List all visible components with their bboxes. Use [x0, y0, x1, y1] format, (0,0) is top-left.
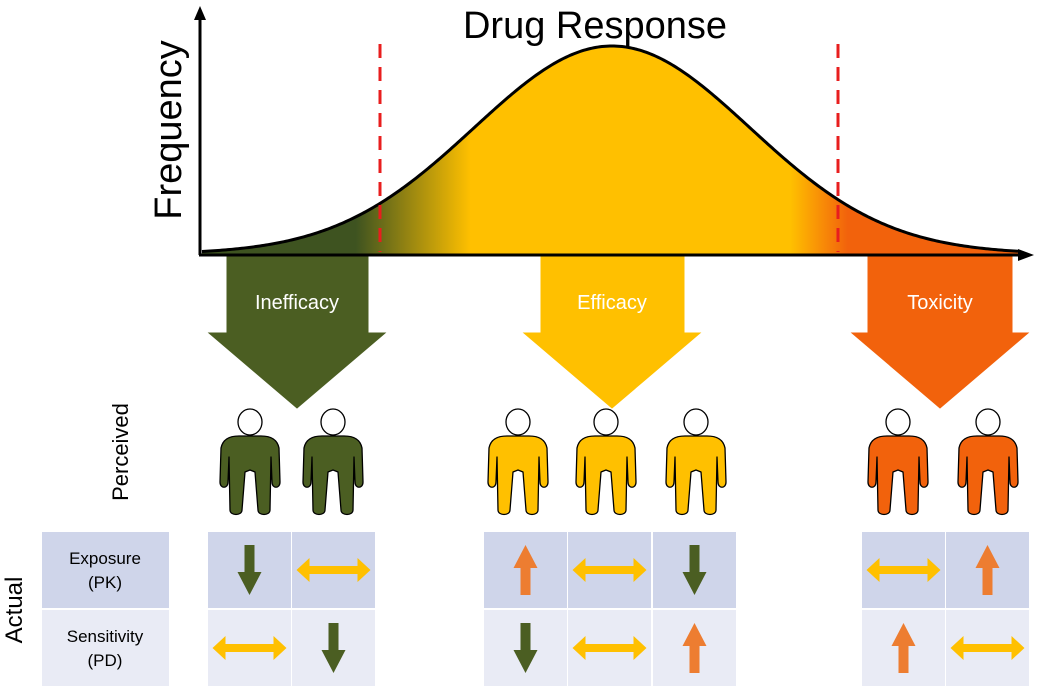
- up-arrow-icon: [891, 623, 916, 673]
- table-cell: [946, 532, 1029, 608]
- down-arrow-icon: [237, 545, 262, 595]
- row-header-sensitivity: Sensitivity (PD): [42, 610, 169, 686]
- category-arrows: Inefficacy Efficacy Toxicity: [207, 256, 1030, 409]
- exposure-label: Exposure: [69, 549, 141, 568]
- left-right-arrow-icon: [950, 636, 1025, 660]
- y-axis: [194, 6, 206, 255]
- down-arrow-icon: [513, 623, 538, 673]
- exposure-sub-label: (PK): [88, 573, 122, 592]
- table-cell: [292, 610, 375, 686]
- left-right-arrow-icon: [212, 636, 287, 660]
- inefficacy-person-icon: [219, 408, 281, 516]
- row-header-exposure: Exposure (PK): [42, 532, 169, 608]
- up-arrow-icon: [513, 545, 538, 595]
- y-axis-label: Frequency: [148, 40, 190, 220]
- table-cell: [208, 610, 291, 686]
- efficacy-table-group: [484, 532, 736, 686]
- toxicity-arrow: Toxicity: [850, 256, 1030, 409]
- table-cell: [568, 532, 651, 608]
- table-cell: [484, 532, 567, 608]
- left-right-arrow-icon: [572, 636, 647, 660]
- sensitivity-sub-label: (PD): [88, 651, 123, 670]
- table-cell: [653, 610, 736, 686]
- table-cell: [862, 532, 945, 608]
- toxicity-table-group: [862, 532, 1029, 686]
- efficacy-person-icon: [665, 408, 727, 516]
- efficacy-label: Efficacy: [577, 292, 647, 314]
- left-right-arrow-icon: [296, 558, 371, 582]
- table-cell: [484, 610, 567, 686]
- table-cell: [946, 610, 1029, 686]
- up-arrow-icon: [682, 623, 707, 673]
- sensitivity-label: Sensitivity: [67, 627, 144, 646]
- perceived-label: Perceived: [108, 403, 133, 501]
- distribution-curve-outline: [201, 44, 1019, 253]
- table-cell: [568, 610, 651, 686]
- toxicity-label: Toxicity: [907, 292, 973, 314]
- table-cell: [292, 532, 375, 608]
- left-right-arrow-icon: [572, 558, 647, 582]
- efficacy-person-icon: [487, 408, 549, 516]
- table-cell: [208, 532, 291, 608]
- perceived-people: [219, 408, 1019, 516]
- down-arrow-icon: [321, 623, 346, 673]
- inefficacy-label: Inefficacy: [255, 292, 339, 314]
- x-axis: [199, 249, 1034, 261]
- inefficacy-arrow: Inefficacy: [207, 256, 387, 409]
- efficacy-arrow: Efficacy: [522, 256, 702, 409]
- inefficacy-person-icon: [302, 408, 364, 516]
- distribution-curve-fill: [202, 46, 1018, 254]
- down-arrow-icon: [682, 545, 707, 595]
- actual-table: [208, 532, 1029, 686]
- left-right-arrow-icon: [866, 558, 941, 582]
- toxicity-person-icon: [867, 408, 929, 516]
- chart-title: Drug Response: [463, 5, 727, 47]
- table-cell: [862, 610, 945, 686]
- up-arrow-icon: [975, 545, 1000, 595]
- efficacy-person-icon: [575, 408, 637, 516]
- inefficacy-table-group: [208, 532, 375, 686]
- table-cell: [653, 532, 736, 608]
- toxicity-person-icon: [957, 408, 1019, 516]
- actual-label: Actual: [1, 577, 28, 644]
